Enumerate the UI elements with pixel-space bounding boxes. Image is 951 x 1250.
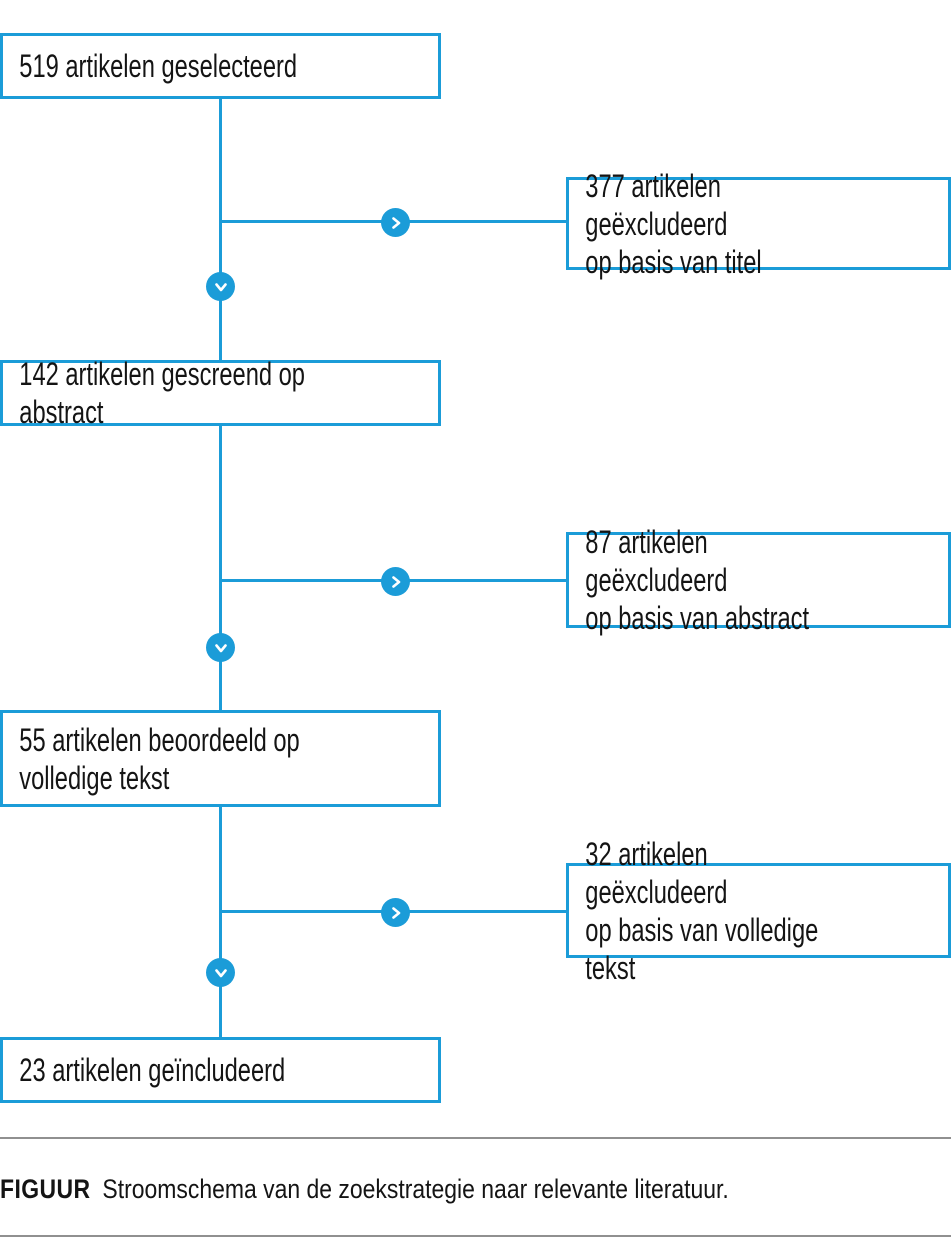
excluded-by-fulltext-label: 32 artikelen geëxcludeerd op basis van v… xyxy=(585,835,819,986)
step-abstract-screened-label: 142 artikelen gescreend op abstract xyxy=(19,356,305,430)
excluded-by-fulltext-box: 32 artikelen geëxcludeerd op basis van v… xyxy=(566,836,951,986)
step-included-box: 23 artikelen geïncludeerd xyxy=(0,1037,441,1103)
excluded-by-title-label: 377 artikelen geëxcludeerd op basis van … xyxy=(585,167,762,280)
step-fulltext-assessed-label: 55 artikelen beoordeeld op volledige tek… xyxy=(19,721,300,796)
arrow-right-icon xyxy=(381,898,410,927)
horizontal-rule-bottom xyxy=(0,1235,951,1237)
horizontal-rule-top xyxy=(0,1137,951,1139)
connector-vertical-line xyxy=(219,99,222,360)
arrow-right-icon xyxy=(381,208,410,237)
excluded-by-title-box: 377 artikelen geëxcludeerd op basis van … xyxy=(566,168,951,280)
arrow-down-icon xyxy=(206,958,235,987)
step-selected-box: 519 artikelen geselecteerd xyxy=(0,33,441,99)
step-included-label: 23 artikelen geïncludeerd xyxy=(19,1052,286,1088)
step-selected-label: 519 artikelen geselecteerd xyxy=(19,48,298,84)
figure-caption: FIGUUR Stroomschema van de zoekstrategie … xyxy=(0,1168,951,1210)
step-abstract-screened-box: 142 artikelen gescreend op abstract xyxy=(0,356,441,430)
excluded-by-abstract-label: 87 artikelen geëxcludeerd op basis van a… xyxy=(585,524,810,636)
arrow-down-icon xyxy=(206,272,235,301)
connector-vertical-line xyxy=(219,807,222,1037)
arrow-right-icon xyxy=(381,567,410,596)
connector-vertical-line xyxy=(219,426,222,710)
excluded-by-abstract-box: 87 artikelen geëxcludeerd op basis van a… xyxy=(566,524,951,636)
step-fulltext-assessed-box: 55 artikelen beoordeeld op volledige tek… xyxy=(0,710,441,807)
arrow-down-icon xyxy=(206,633,235,662)
figure-caption-label: FIGUUR xyxy=(0,1174,91,1204)
figure-caption-text: Stroomschema van de zoekstrategie naar r… xyxy=(102,1174,729,1204)
